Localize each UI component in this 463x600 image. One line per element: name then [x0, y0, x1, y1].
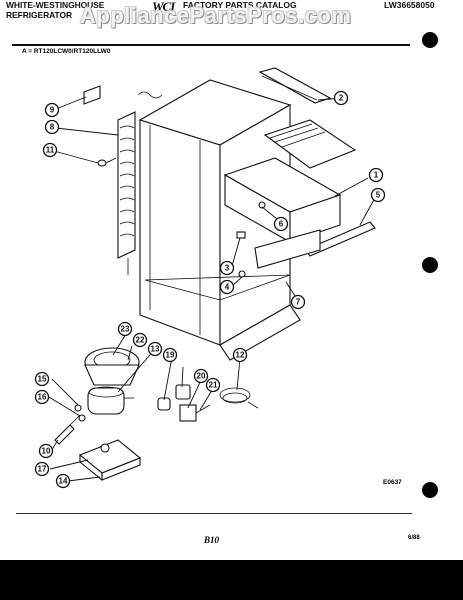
callout-12-label: 12 [236, 351, 245, 360]
binder-hole-middle [422, 257, 438, 273]
sensor-part [97, 157, 117, 167]
callout-22: 22 [132, 332, 148, 348]
catalog-title: FACTORY PARTS CATALOG [183, 0, 297, 10]
catalog-code: LW36658050 [384, 0, 435, 10]
compressor-base [78, 439, 142, 482]
callout-8: 8 [44, 119, 60, 135]
callout-7-label: 7 [296, 298, 301, 307]
callout-19: 19 [162, 347, 178, 363]
refrigerator-cabinet [138, 79, 301, 361]
callout-3: 3 [219, 260, 235, 276]
callout-17-label: 17 [38, 465, 47, 474]
callout-10-label: 10 [42, 447, 51, 456]
product-type: REFRIGERATOR [6, 10, 73, 20]
callout-23: 23 [117, 321, 133, 337]
callout-16-label: 16 [38, 393, 47, 402]
callout-16: 16 [34, 389, 50, 405]
page-number: B10 [204, 535, 220, 545]
callout-2: 2 [333, 90, 349, 106]
callout-3-label: 3 [225, 264, 230, 273]
exploded-parts-diagram: 1 2 3 4 5 6 7 8 9 10 11 12 13 14 15 16 1… [34, 67, 386, 489]
model-numbers: A = RT120LCW0/RT120LLW0 [22, 48, 111, 55]
condenser-coil [117, 91, 163, 275]
callout-20: 20 [193, 368, 209, 384]
callout-4: 4 [219, 279, 235, 295]
callout-22-label: 22 [136, 336, 145, 345]
callout-19-label: 19 [166, 351, 175, 360]
brand-name: WHITE-WESTINGHOUSE [6, 0, 105, 10]
filter-drier [54, 414, 81, 445]
shelf-tray [263, 119, 357, 169]
callout-13-label: 13 [151, 345, 160, 354]
callout-9-label: 9 [50, 106, 55, 115]
drain-pan [84, 347, 140, 386]
top-trim [258, 67, 332, 104]
door-rail [304, 221, 376, 257]
mounting-clip [83, 85, 101, 105]
callout-2-label: 2 [339, 94, 344, 103]
power-cord [219, 387, 259, 409]
callout-8-label: 8 [50, 123, 55, 132]
callout-14: 14 [55, 473, 71, 489]
callout-15-label: 15 [38, 375, 47, 384]
callout-17: 17 [34, 461, 50, 477]
callout-23-label: 23 [121, 325, 130, 334]
callout-1-label: 1 [374, 171, 379, 180]
callout-5: 5 [370, 187, 386, 203]
callout-4-label: 4 [225, 283, 230, 292]
site-watermark: AppliancePartsPros.com [80, 3, 352, 28]
footer-rule [16, 513, 412, 514]
drain-tube [63, 292, 136, 382]
callout-21: 21 [205, 377, 221, 393]
callout-14-label: 14 [59, 477, 68, 486]
callout-5-label: 5 [376, 191, 381, 200]
page-date: 6/88 [408, 535, 420, 541]
callout-10: 10 [38, 443, 54, 459]
diagram-code: E0637 [383, 479, 402, 486]
callout-20-label: 20 [197, 372, 206, 381]
callout-12: 12 [232, 347, 248, 363]
callout-6-label: 6 [279, 220, 284, 229]
freezer-compartment [223, 157, 342, 243]
callout-21-label: 21 [209, 381, 218, 390]
callout-7: 7 [290, 294, 306, 310]
header-rule [12, 44, 410, 46]
binder-hole-bottom [422, 482, 438, 498]
brand-block: WHITE-WESTINGHOUSE REFRIGERATOR [6, 0, 104, 20]
binder-hole-top [422, 32, 438, 48]
compressor [87, 386, 134, 415]
grommets [74, 404, 86, 422]
catalog-page: WHITE-WESTINGHOUSE REFRIGERATOR WCI FACT… [0, 0, 463, 560]
wci-logo: WCI [152, 0, 175, 14]
thermostat-parts [236, 201, 266, 278]
callout-9: 9 [44, 102, 60, 118]
callout-15: 15 [34, 371, 50, 387]
callout-6: 6 [273, 216, 289, 232]
grille-panel [254, 229, 321, 269]
callout-13: 13 [147, 341, 163, 357]
callout-1: 1 [368, 167, 384, 183]
callout-11-label: 11 [46, 146, 55, 155]
callout-11: 11 [42, 142, 58, 158]
